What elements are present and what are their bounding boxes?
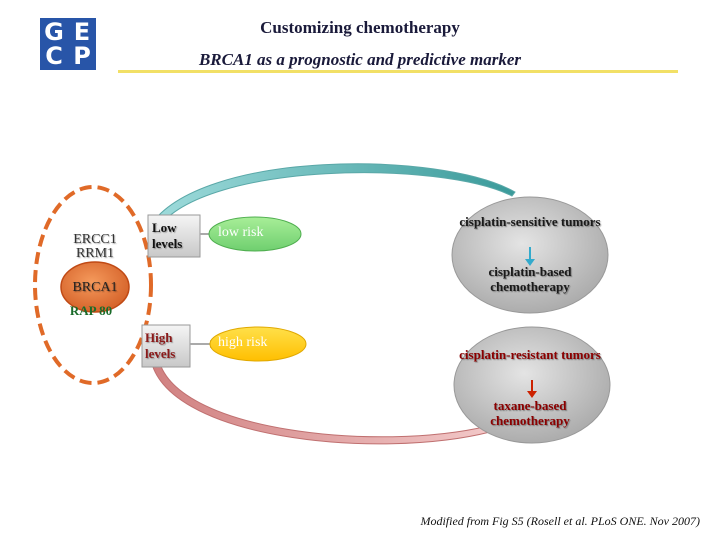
logo-letter-c: C <box>45 42 63 70</box>
brca1-circle <box>60 261 130 313</box>
high-risk-ellipse <box>209 326 307 362</box>
logo-letter-g: G <box>44 18 64 46</box>
slide-subtitle: BRCA1 as a prognostic and predictive mar… <box>198 50 522 69</box>
rap80-label: RAP 80 <box>69 303 113 318</box>
bottom-flow-arc <box>149 354 491 445</box>
low-risk-ellipse <box>208 216 302 252</box>
taxane-therapy-label: taxane-based chemotherapy <box>490 398 570 428</box>
gecp-logo: G E C P <box>40 18 96 70</box>
sensitive-tumors-label: cisplatin-sensitive tumors <box>459 214 601 229</box>
source-footnote: Modified from Fig S5 (Rosell et al. PLoS… <box>420 514 700 528</box>
resistant-tumors-label: cisplatin-resistant tumors <box>459 347 601 362</box>
brca1-label: BRCA1 <box>72 280 118 295</box>
ercc1-label: ERCC1 <box>73 232 117 247</box>
title-underline <box>118 70 678 73</box>
high-levels-box <box>141 324 191 368</box>
logo-letter-e: E <box>73 18 91 46</box>
low-levels-box <box>147 214 201 258</box>
low-levels-label: Low levels <box>152 220 183 251</box>
sensitive-arrowhead <box>525 259 535 266</box>
low-risk-label: low risk <box>218 225 264 240</box>
top-flow-arc <box>149 163 516 229</box>
high-risk-label: high risk <box>218 335 268 350</box>
high-levels-label: High levels <box>145 330 176 361</box>
cisplatin-therapy-label: cisplatin-based chemotherapy <box>488 264 572 294</box>
logo-letter-p: P <box>73 42 91 70</box>
resistant-arrowhead <box>527 391 537 398</box>
rrm1-label: RRM1 <box>75 246 115 261</box>
slide-title: Customizing chemotherapy <box>260 18 460 37</box>
